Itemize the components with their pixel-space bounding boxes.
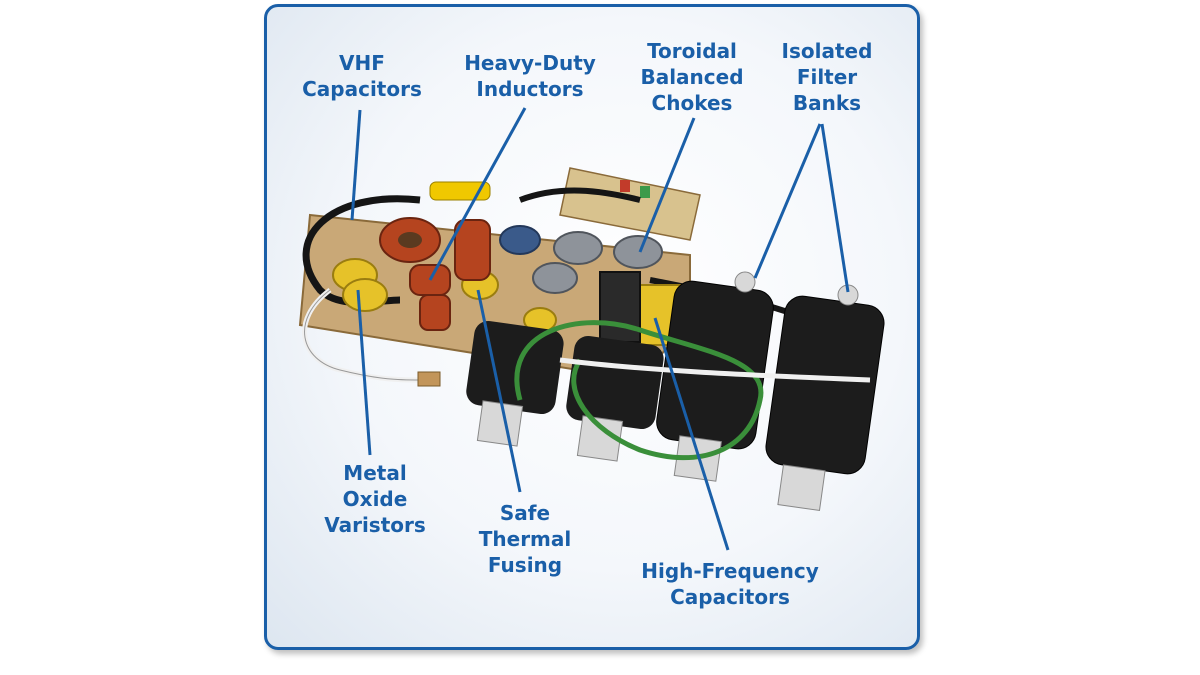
leader-chokes xyxy=(638,117,696,253)
white-wire-outline xyxy=(304,289,421,381)
toroidal-choke-4 xyxy=(499,225,541,255)
leader-fusing xyxy=(476,289,522,493)
varistor-2 xyxy=(342,278,388,312)
leader-filter-banks-2 xyxy=(820,123,850,293)
leader-hf-capacitors xyxy=(653,317,730,551)
board-component-green xyxy=(640,186,650,198)
label-isolated-filter-banks: Isolated Filter Banks xyxy=(781,39,873,115)
ground-wire-green xyxy=(514,320,764,461)
inductor-coils xyxy=(379,217,491,331)
outlet-1 xyxy=(466,320,564,447)
leader-vhf xyxy=(350,109,362,221)
outlet-2 xyxy=(566,335,664,462)
leader-inductors xyxy=(428,107,527,281)
black-wire-top xyxy=(518,187,641,203)
daughter-board xyxy=(559,167,701,241)
label-vhf-capacitors: VHF Capacitors xyxy=(302,51,422,101)
outlet-4 xyxy=(765,284,885,512)
spade-connector xyxy=(417,371,441,387)
label-heavy-duty-inductors: Heavy-Duty Inductors xyxy=(464,51,596,101)
transformer xyxy=(599,271,641,343)
toroidal-choke-2 xyxy=(613,235,663,269)
leader-filter-banks-1 xyxy=(753,123,822,279)
label-high-frequency-capacitors: High-Frequency Capacitors xyxy=(641,559,819,609)
board-component-red xyxy=(620,180,630,192)
label-metal-oxide-varistors: Metal Oxide Varistors xyxy=(324,461,426,537)
leader-varistors xyxy=(356,289,372,456)
toroidal-choke-3 xyxy=(532,262,578,294)
toroidal-choke-1 xyxy=(553,231,603,265)
label-toroidal-balanced-chokes: Toroidal Balanced Chokes xyxy=(640,39,744,115)
label-safe-thermal-fusing: Safe Thermal Fusing xyxy=(478,501,572,577)
leader-lines xyxy=(350,107,850,551)
white-wire-across xyxy=(559,357,871,383)
